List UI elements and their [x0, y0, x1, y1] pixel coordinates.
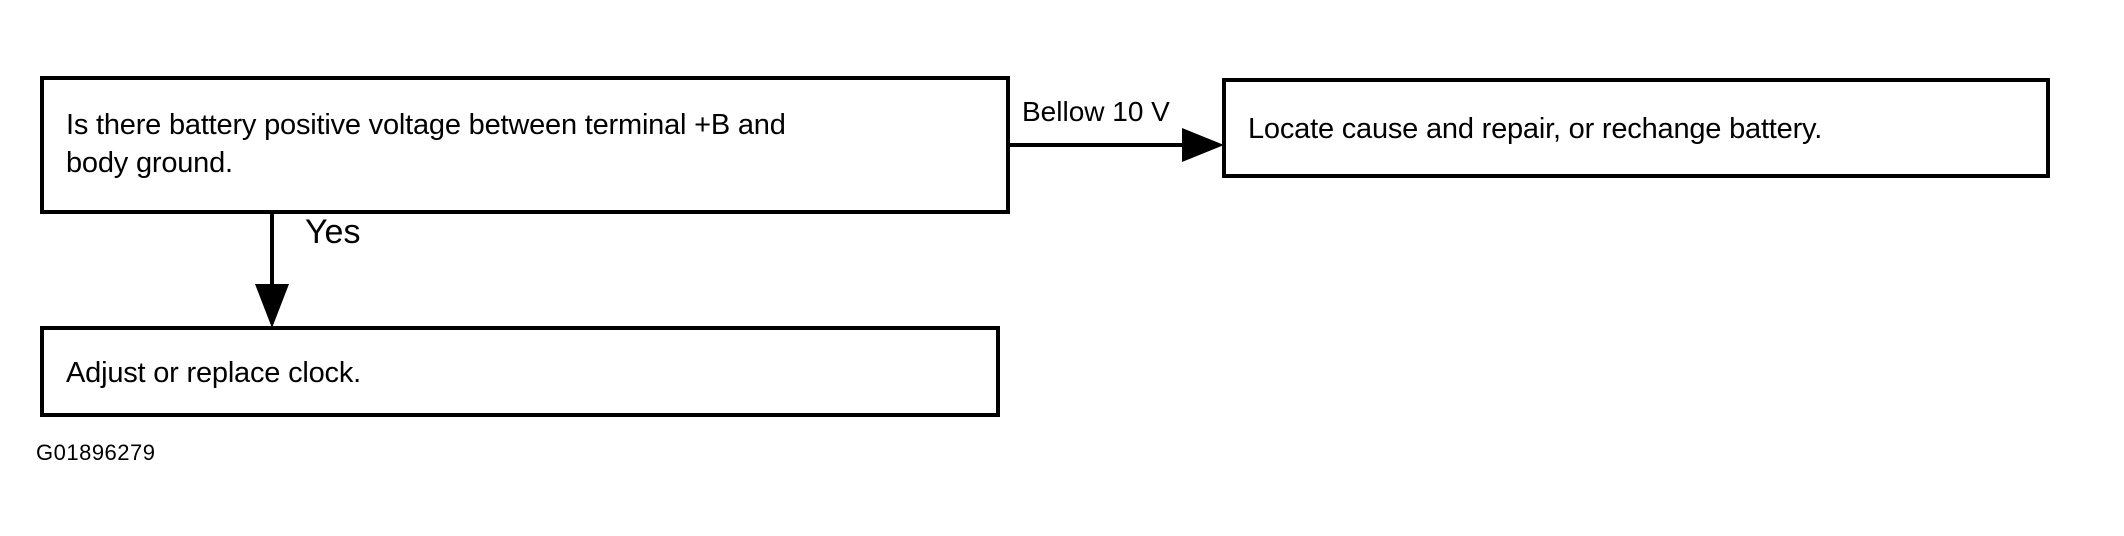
flowchart-node-adjust-clock[interactable]: Adjust or replace clock. [40, 326, 1000, 417]
figure-id-code: G01896279 [36, 440, 156, 465]
connector-line-below-10v [1006, 143, 1190, 147]
node-adjust-clock-text: Adjust or replace clock. [66, 357, 361, 389]
flowchart-node-locate-cause[interactable]: Locate cause and repair, or rechange bat… [1222, 78, 2050, 178]
flowchart-node-check-voltage[interactable]: Is there battery positive voltage betwee… [40, 76, 1010, 214]
connector-line-yes [270, 212, 274, 288]
node-locate-cause-text: Locate cause and repair, or rechange bat… [1248, 113, 1823, 145]
edge-label-below-10v: Bellow 10 V [1022, 96, 1170, 127]
arrowhead-down-icon [255, 284, 289, 328]
edge-label-yes: Yes [305, 213, 361, 251]
arrowhead-right-icon [1182, 128, 1224, 162]
node-check-voltage-text: Is there battery positive voltage betwee… [66, 109, 786, 179]
